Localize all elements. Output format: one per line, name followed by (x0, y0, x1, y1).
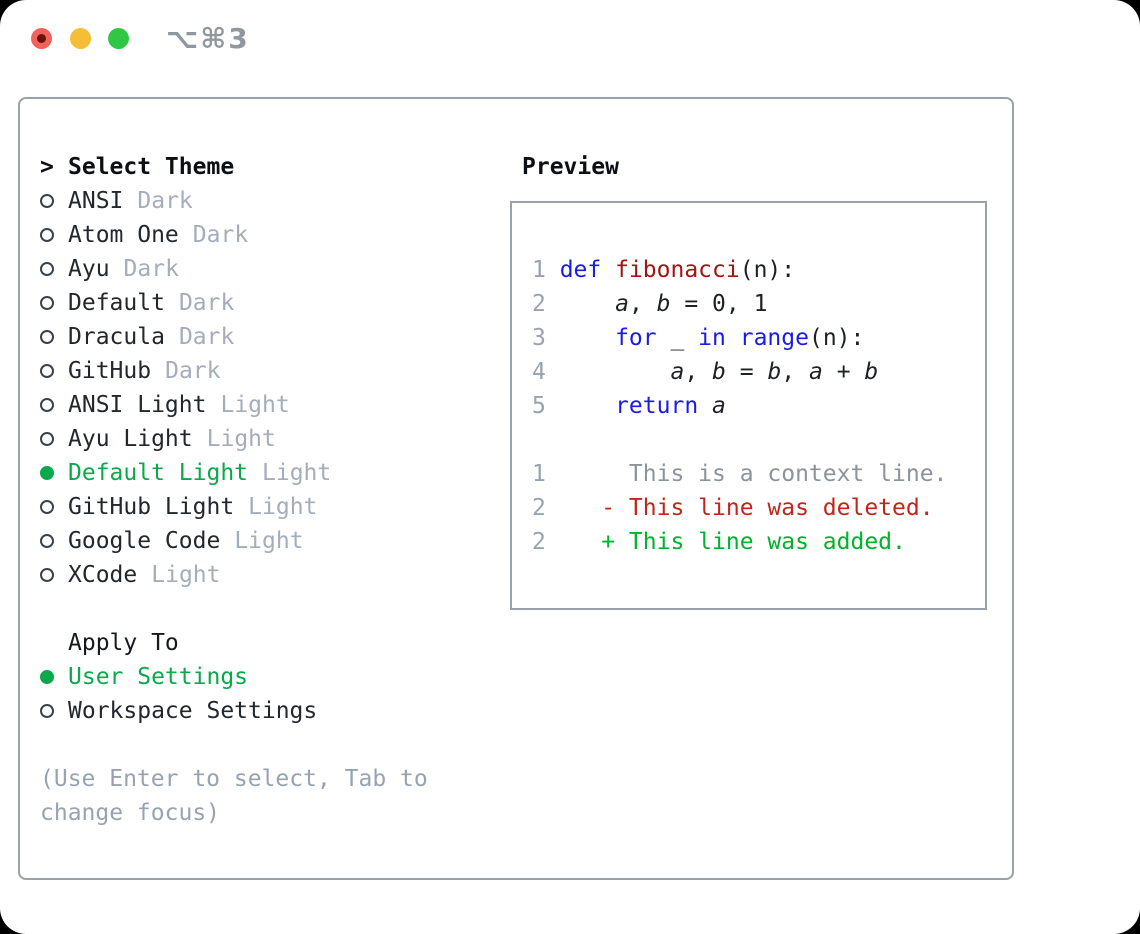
option-label: Default Light (68, 460, 249, 486)
theme-option-default-light-light[interactable]: Default Light Light (40, 456, 492, 490)
line-number: 5 (532, 393, 546, 419)
option-label: Default (68, 290, 165, 316)
radio-icon (40, 398, 68, 412)
option-label: User Settings (68, 664, 249, 690)
option-variant: Dark (165, 358, 221, 384)
radio-icon (40, 432, 68, 446)
apply-to-header: Apply To (40, 626, 492, 660)
option-label: XCode (68, 562, 138, 588)
option-label: Ayu (68, 256, 110, 282)
option-variant: Light (206, 426, 276, 452)
radio-icon (40, 364, 68, 378)
radio-icon (40, 228, 68, 242)
select-theme-header: > Select Theme (40, 150, 492, 184)
theme-option-ayu-dark[interactable]: Ayu Dark (40, 252, 492, 286)
line-number: 1 (532, 461, 546, 487)
theme-option-ansi-light-light[interactable]: ANSI Light Light (40, 388, 492, 422)
theme-option-google-code-light[interactable]: Google Code Light (40, 524, 492, 558)
option-label: Google Code (68, 528, 221, 554)
code-line: 3 for _ in range(n): (532, 321, 985, 355)
minimize-button[interactable] (70, 28, 91, 49)
code-line: 5 return a (532, 389, 985, 423)
diff-line-added: 2 + This line was added. (532, 525, 985, 559)
select-theme-title: Select Theme (68, 154, 235, 180)
option-variant: Dark (178, 290, 235, 316)
option-label: Workspace Settings (68, 698, 318, 724)
apply-option-workspace-settings[interactable]: Workspace Settings (40, 694, 492, 728)
option-variant: Dark (178, 324, 235, 350)
theme-option-ansi-dark[interactable]: ANSI Dark (40, 184, 492, 218)
empty-line (532, 423, 985, 457)
theme-option-default-dark[interactable]: Default Dark (40, 286, 492, 320)
spacer (40, 728, 492, 762)
theme-option-github-light-light[interactable]: GitHub Light Light (40, 490, 492, 524)
radio-icon (40, 534, 68, 548)
option-label: Ayu Light (68, 426, 193, 452)
option-label: Dracula (68, 324, 165, 350)
option-variant: Light (262, 460, 332, 486)
line-number: 2 (532, 529, 546, 555)
radio-icon (40, 704, 68, 718)
line-number: 3 (532, 325, 546, 351)
radio-selected-icon (40, 670, 68, 684)
radio-icon (40, 330, 68, 344)
theme-option-ayu-light-light[interactable]: Ayu Light Light (40, 422, 492, 456)
window-title-shortcut: ⌥⌘3 (166, 22, 250, 55)
theme-option-xcode-light[interactable]: XCode Light (40, 558, 492, 592)
spacer (40, 592, 492, 626)
option-variant: Dark (192, 222, 249, 248)
close-button[interactable] (31, 28, 52, 49)
diff-line-deleted: 2 - This line was deleted. (532, 491, 985, 525)
radio-icon (40, 296, 68, 310)
diff-line-context: 1 This is a context line. (532, 457, 985, 491)
line-number: 2 (532, 291, 546, 317)
option-label: GitHub (68, 358, 152, 384)
option-label: ANSI Light (68, 392, 207, 418)
radio-icon (40, 500, 68, 514)
theme-option-github-dark[interactable]: GitHub Dark (40, 354, 492, 388)
apply-option-user-settings[interactable]: User Settings (40, 660, 492, 694)
option-variant: Light (220, 392, 290, 418)
theme-option-atom-one-dark[interactable]: Atom One Dark (40, 218, 492, 252)
radio-icon (40, 568, 68, 582)
option-variant: Dark (123, 256, 179, 282)
zoom-button[interactable] (108, 28, 129, 49)
code-line: 2 a, b = 0, 1 (532, 287, 985, 321)
option-variant: Light (248, 494, 318, 520)
option-label: GitHub Light (68, 494, 235, 520)
theme-option-dracula-dark[interactable]: Dracula Dark (40, 320, 492, 354)
preview-title: Preview (522, 154, 619, 180)
help-text: (Use Enter to select, Tab to change focu… (40, 766, 428, 826)
line-number: 2 (532, 495, 546, 521)
line-number: 4 (532, 359, 546, 385)
option-label: Atom One (68, 222, 179, 248)
option-label: ANSI (68, 188, 124, 214)
radio-icon (40, 262, 68, 276)
option-variant: Light (234, 528, 304, 554)
line-number: 1 (532, 257, 546, 283)
modified-dot-icon (37, 34, 46, 43)
radio-selected-icon (40, 466, 68, 480)
option-variant: Dark (137, 188, 193, 214)
apply-to-title: Apply To (68, 630, 179, 656)
cursor-arrow-icon: > (40, 154, 54, 180)
radio-icon (40, 194, 68, 208)
code-line: 4 a, b = b, a + b (532, 355, 985, 389)
option-variant: Light (151, 562, 221, 588)
